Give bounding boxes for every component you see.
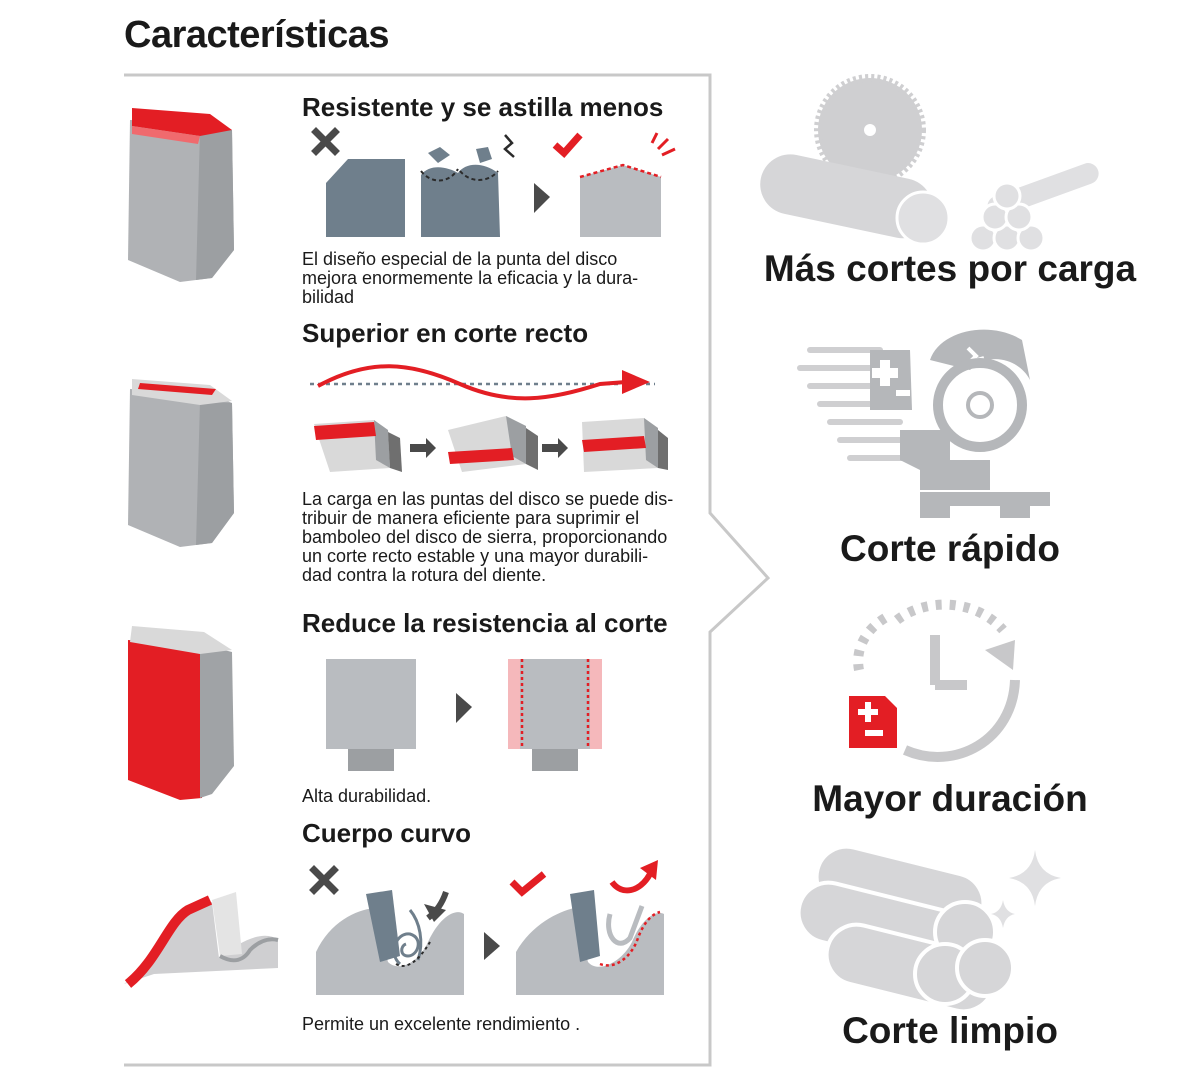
cross-icon [311,127,340,156]
feature-desc-3: Alta durabilidad. [302,786,432,806]
cutting-resistance-diagram [326,659,602,771]
tooth-rotation-icon [314,416,668,472]
tooth-red-side-icon [128,626,234,800]
feature-desc-4: Permite un excelente rendimiento . [302,1014,581,1034]
feature-title-4: Cuerpo curvo [302,818,472,848]
check-icon [509,871,547,897]
block-icon [326,159,405,237]
feature-desc-1: El diseño especial de la punta del disco… [302,249,639,307]
benefit-label-3: Mayor duración [812,778,1088,819]
feature-title-2: Superior en corte recto [302,318,589,348]
straight-cut-diagram [310,364,668,472]
miter-saw-icon [797,329,1050,518]
chip-curl-icon [316,890,464,995]
arrow-right-icon [456,693,472,723]
check-icon [552,132,583,158]
feature-desc-2: La carga en las puntas del disco se pued… [302,489,674,585]
tooth-red-stripe-icon [128,379,234,547]
benefit-label-4: Corte limpio [842,1010,1058,1051]
curved-body-diagram [309,860,664,995]
feature-title-1: Resistente y se astilla menos [302,92,664,122]
saw-blade-pipes-icon [760,74,1102,253]
page-title: Características [124,14,390,56]
cross-icon [309,865,339,895]
chipping-diagram [311,127,676,237]
benefit-label-1: Más cortes por carga [763,248,1137,289]
arrow-right-icon [534,183,550,213]
wavy-path-arrow-icon [310,364,655,401]
curved-tooth-icon [124,892,279,988]
clean-pipes-sparkle-icon [796,844,1061,1014]
block-icon [326,659,416,749]
benefit-label-2: Corte rápido [840,528,1060,569]
chip-eject-icon [516,860,664,995]
feature-title-3: Reduce la resistencia al corte [302,608,668,638]
tooth-red-top-icon [128,108,234,282]
clock-battery-icon [849,599,1020,762]
chipped-block-icon [420,134,515,237]
arrow-right-icon [484,932,500,960]
block-clearance-icon [508,659,602,771]
